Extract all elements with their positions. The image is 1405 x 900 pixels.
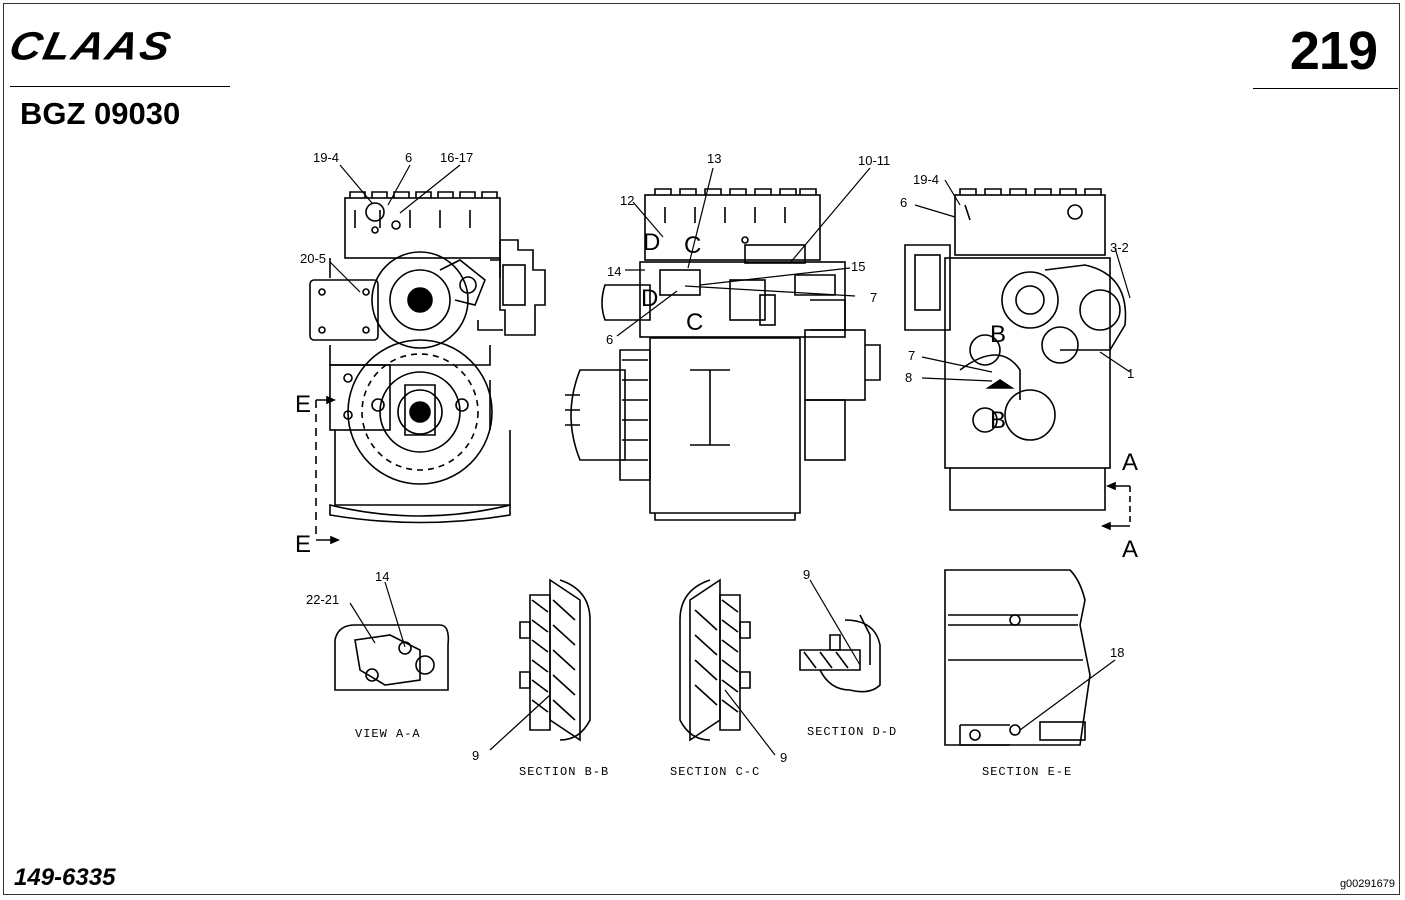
callout-9: 9 (803, 567, 810, 582)
document-code: BGZ 09030 (20, 96, 181, 131)
rear-view-drawing (904, 188, 1131, 531)
caption-section-c: SECTION C-C (670, 765, 760, 779)
part-code: 149-6335 (14, 864, 116, 891)
section-marker-a: A (1122, 536, 1138, 563)
callout-8: 8 (905, 370, 912, 385)
image-id: g00291679 (1339, 878, 1395, 890)
callout-19-4: 19-4 (313, 150, 339, 165)
callout-10-11: 10-11 (858, 153, 890, 168)
page-number-underline (1253, 88, 1398, 89)
callout-15: 15 (851, 259, 865, 274)
callout-7: 7 (870, 290, 877, 305)
section-c-drawing (679, 578, 751, 742)
callout-16-17: 16-17 (440, 150, 473, 165)
section-marker-d: D (643, 229, 660, 256)
section-marker-c: C (686, 309, 703, 336)
leader-lines (329, 164, 1131, 756)
callout-9: 9 (780, 750, 787, 765)
callout-3-2: 3-2 (1110, 240, 1129, 255)
section-d-drawing (799, 614, 881, 693)
section-marker-d: D (641, 285, 658, 312)
view-a-drawing (334, 624, 450, 691)
section-e-drawing (944, 569, 1091, 746)
callout-12: 12 (620, 193, 634, 208)
section-marker-a: A (1122, 449, 1138, 476)
callout-22-21: 22-21 (306, 592, 339, 607)
front-view-drawing (309, 191, 546, 545)
callout-14: 14 (607, 264, 621, 279)
callout-14: 14 (375, 569, 389, 584)
page-number: 219 (1289, 21, 1378, 81)
callout-20-5: 20-5 (300, 251, 326, 266)
page-frame (3, 3, 1400, 895)
caption-section-d: SECTION D-D (807, 725, 897, 739)
caption-section-e: SECTION E-E (982, 765, 1072, 779)
section-marker-b: B (990, 321, 1006, 348)
logo-underline (10, 86, 230, 87)
caption-section-b: SECTION B-B (519, 765, 609, 779)
callout-19-4: 19-4 (913, 172, 939, 187)
callout-6: 6 (606, 332, 613, 347)
callout-1: 1 (1127, 366, 1134, 381)
callout-labels: 19-4 6 16-17 20-5 E E 13 12 10-11 14 15 … (295, 150, 1138, 765)
callout-13: 13 (707, 151, 721, 166)
callout-6: 6 (900, 195, 907, 210)
callout-7: 7 (908, 348, 915, 363)
section-marker-b: B (990, 407, 1006, 434)
section-marker-c: C (684, 232, 701, 259)
side-view-drawing (565, 188, 881, 521)
callout-e-top: E (295, 391, 311, 418)
section-captions: VIEW A-A SECTION B-B SECTION C-C SECTION… (355, 725, 1072, 779)
callout-e-bottom: E (295, 531, 311, 558)
section-b-drawing (519, 578, 591, 742)
caption-view-a: VIEW A-A (355, 727, 421, 741)
callout-9: 9 (472, 748, 479, 763)
callout-6: 6 (405, 150, 412, 165)
callout-18: 18 (1110, 645, 1124, 660)
